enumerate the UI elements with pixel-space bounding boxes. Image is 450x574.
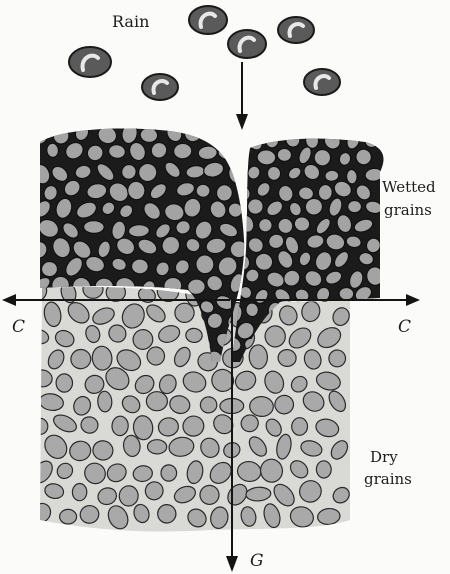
soil-grain (32, 418, 49, 435)
soil-grain (362, 338, 382, 359)
raindrop (189, 6, 227, 34)
raindrops (69, 6, 340, 100)
soil-grain (112, 416, 129, 436)
soil-grain (161, 465, 177, 482)
soil-grain (131, 259, 149, 275)
soil-grain (227, 133, 242, 146)
soil-grain (147, 440, 166, 455)
soil-grain (339, 287, 354, 300)
soil-grain (56, 374, 73, 392)
soil-grain (348, 201, 362, 213)
soil-grain (249, 344, 268, 369)
raindrop (69, 47, 111, 77)
soil-grain (265, 131, 280, 148)
soil-grain (291, 417, 308, 435)
soil-grain (228, 126, 252, 147)
raindrop (142, 74, 178, 100)
soil-grain (72, 483, 87, 501)
soil-grain (316, 461, 331, 479)
wetted-label-line1: Wetted (382, 178, 436, 196)
soil-grain (83, 221, 104, 234)
rain-label: Rain (112, 12, 149, 31)
soil-grain (346, 169, 358, 184)
soil-grain (367, 304, 384, 320)
soil-grain (59, 509, 76, 524)
soil-grain (277, 148, 292, 162)
soil-grain (97, 391, 112, 412)
soil-grain (128, 224, 149, 237)
capillary-label-right: C (398, 317, 411, 337)
raindrop (228, 30, 266, 58)
soil-grain (146, 392, 167, 411)
soil-grain (357, 320, 368, 335)
dry-label-line1: Dry (370, 448, 398, 466)
soil-grain (249, 396, 274, 417)
soil-grain (196, 184, 210, 197)
raindrop (304, 69, 340, 95)
soil-grain (267, 166, 281, 181)
wetted-label-line2: grains (384, 201, 432, 219)
rain-arrow (236, 62, 248, 130)
soil-grain (324, 170, 339, 182)
soil-grain (173, 143, 192, 160)
capillary-label-left: C (12, 317, 25, 337)
soil-grain (187, 278, 206, 295)
soil-grain (28, 126, 48, 145)
soil-grain (46, 143, 59, 158)
dry-label-line2: grains (364, 470, 412, 488)
gravity-label: G (250, 551, 264, 571)
raindrop (278, 17, 314, 43)
